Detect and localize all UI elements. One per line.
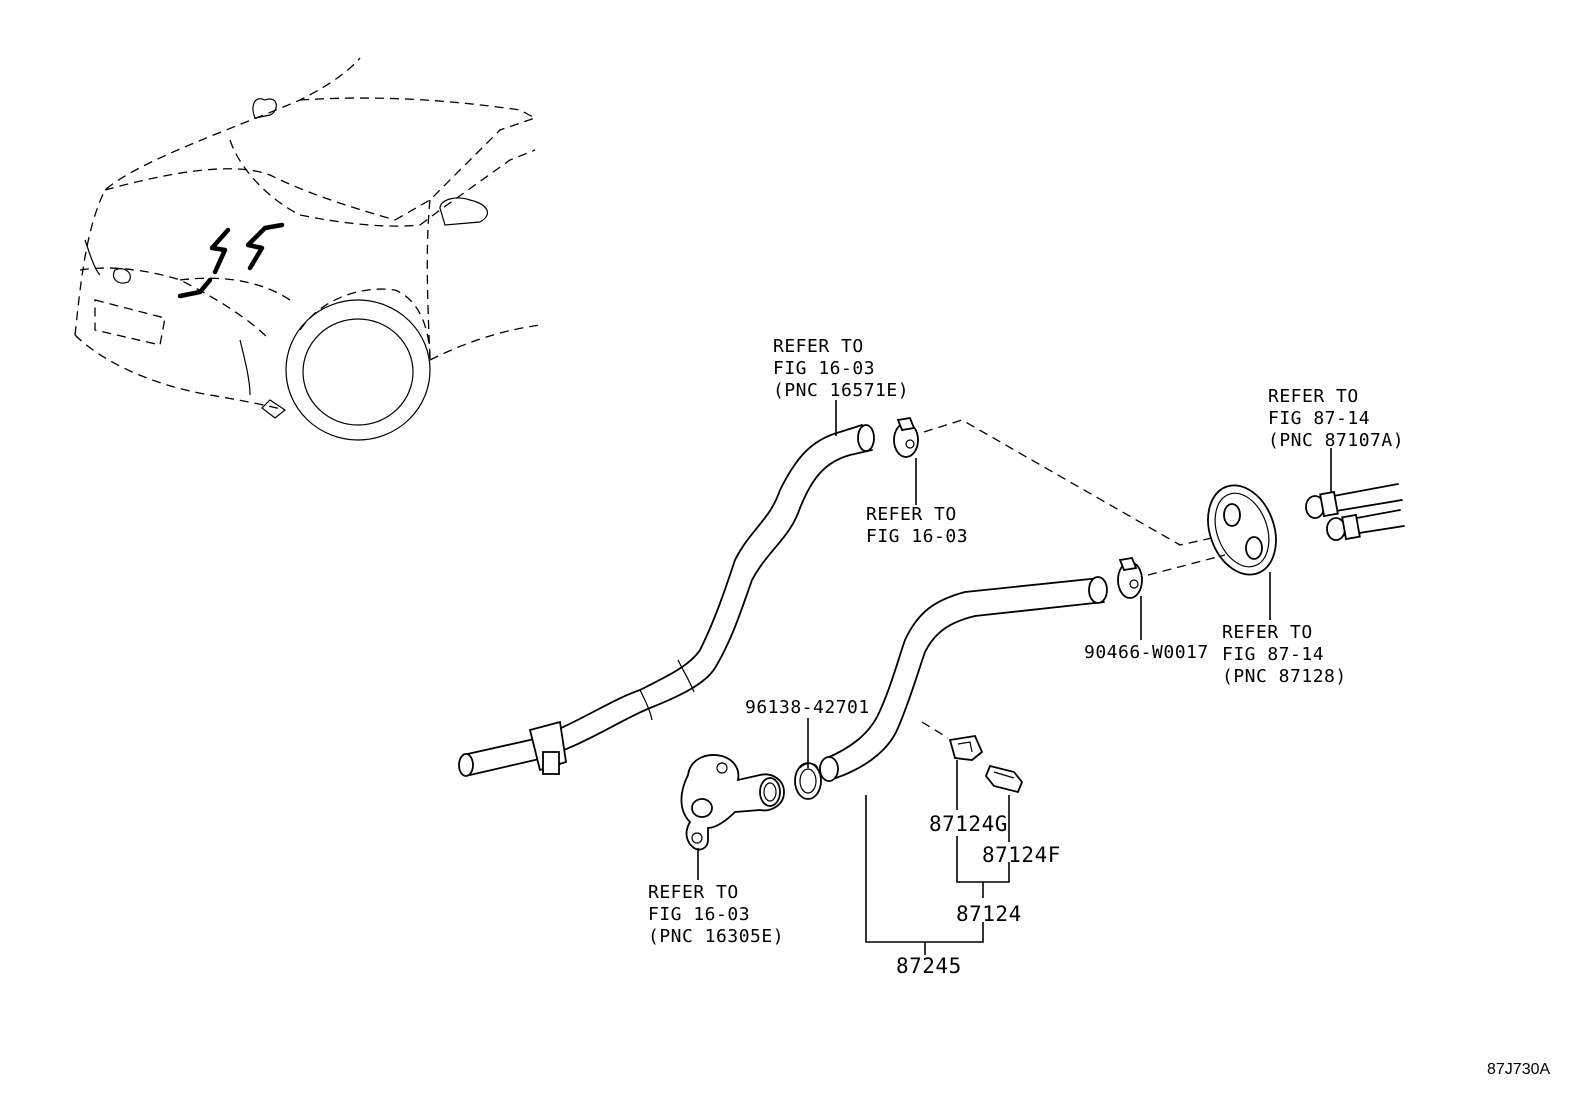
callout-line: REFER TO	[866, 504, 957, 525]
clamp-90466-w0017[interactable]	[1117, 556, 1143, 599]
figure-code: 87J730A	[1487, 1061, 1550, 1078]
grommet-pnc-87128[interactable]	[1196, 476, 1288, 584]
callout-line: (PNC 87107A)	[1268, 430, 1404, 451]
callout-line: (PNC 87128)	[1222, 666, 1347, 687]
part-number-96138-42701[interactable]: 96138-42701	[745, 697, 870, 718]
part-number-87124[interactable]: 87124	[956, 902, 1022, 926]
callout-refer-pnc-87107a: REFER TO FIG 87-14 (PNC 87107A)	[1268, 386, 1404, 451]
hose-clamp-upper[interactable]	[893, 416, 919, 458]
clip-87124g[interactable]	[948, 735, 984, 761]
callout-refer-pnc-16305e: REFER TO FIG 16-03 (PNC 16305E)	[648, 882, 784, 947]
leader-lines	[697, 400, 1332, 955]
clip-87124f[interactable]	[984, 764, 1024, 794]
part-number-87124f[interactable]: 87124F	[982, 843, 1061, 867]
callout-line: FIG 87-14	[1222, 644, 1324, 665]
part-number-87245[interactable]: 87245	[896, 954, 962, 978]
part-number-90466-w0017[interactable]: 90466-W0017	[1084, 642, 1209, 663]
callout-refer-fig-16-03: REFER TO FIG 16-03	[866, 504, 968, 547]
callout-refer-pnc-16571e: REFER TO FIG 16-03 (PNC 16571E)	[773, 336, 909, 401]
callout-line: FIG 16-03	[773, 358, 875, 379]
callout-refer-pnc-87128: REFER TO FIG 87-14 (PNC 87128)	[1222, 622, 1347, 687]
part-number-87124g[interactable]: 87124G	[929, 812, 1008, 836]
vehicle-locator-illustration	[74, 57, 541, 441]
callout-line: FIG 87-14	[1268, 408, 1370, 429]
callout-line: REFER TO	[1222, 622, 1313, 643]
clamp-96138-42701[interactable]	[794, 762, 822, 800]
callout-line: (PNC 16305E)	[648, 926, 784, 947]
callout-line: REFER TO	[648, 882, 739, 903]
callout-line: (PNC 16571E)	[773, 380, 909, 401]
heater-pipes-pnc-87107a[interactable]	[1305, 483, 1405, 541]
callout-line: REFER TO	[1268, 386, 1359, 407]
connection-dashed-lines	[921, 419, 1226, 739]
callout-line: FIG 16-03	[648, 904, 750, 925]
water-outlet-pnc-16305e[interactable]	[680, 754, 785, 851]
callout-line: FIG 16-03	[866, 526, 968, 547]
callout-line: REFER TO	[773, 336, 864, 357]
hose-pnc-16571e[interactable]	[458, 424, 875, 777]
hose-87245[interactable]	[819, 576, 1108, 782]
washer-hose-location-highlight	[209, 222, 285, 275]
